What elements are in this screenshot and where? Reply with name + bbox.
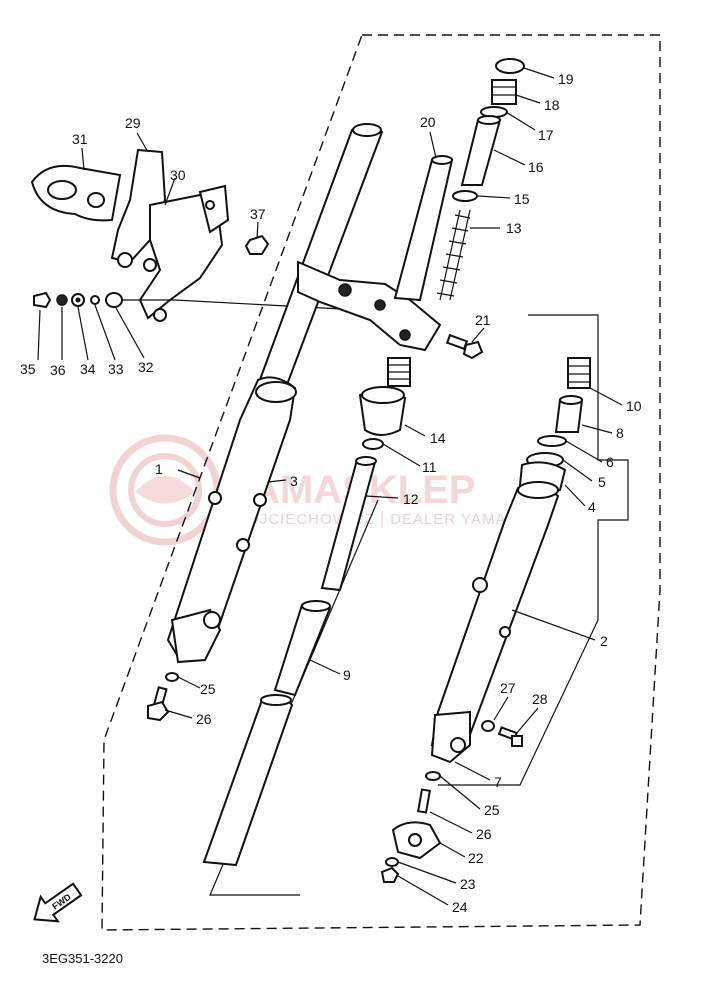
callout-14: 14 xyxy=(430,430,446,446)
callout-7: 7 xyxy=(494,774,502,790)
callout-15: 15 xyxy=(514,191,530,207)
callout-22: 22 xyxy=(468,850,484,866)
callout-20: 20 xyxy=(420,114,436,130)
bolt-26-left xyxy=(147,686,170,722)
left-outer-tube xyxy=(166,376,297,664)
callout-8: 8 xyxy=(616,425,624,441)
callout-35: 35 xyxy=(20,361,36,377)
leader-lines xyxy=(37,67,623,906)
washer-15 xyxy=(452,190,478,202)
nut-37 xyxy=(244,234,270,255)
callout-31: 31 xyxy=(72,131,88,147)
callout-18: 18 xyxy=(544,97,560,113)
callout-4: 4 xyxy=(588,499,596,515)
callout-27: 27 xyxy=(500,680,516,696)
headlight-bracket-assembly xyxy=(30,148,230,322)
callout-33: 33 xyxy=(108,361,124,377)
callout-25-right: 25 xyxy=(484,802,500,818)
watermark: YAMASKLEP WOJCIECHOWICZ | DEALER YAMAHA xyxy=(109,434,529,546)
callout-16: 16 xyxy=(528,159,544,175)
damper-rod-12 xyxy=(320,456,377,592)
callout-labels: 19 18 17 16 15 13 20 29 31 30 37 21 35 3… xyxy=(20,71,642,915)
pipe-16 xyxy=(460,115,502,186)
fork-spring-13 xyxy=(436,209,471,301)
callout-24: 24 xyxy=(452,899,468,915)
forward-arrow-icon: FWD xyxy=(33,882,83,923)
right-fork-group-boundary xyxy=(438,314,629,786)
clip-6 xyxy=(537,435,567,447)
callout-5: 5 xyxy=(598,474,606,490)
bolt-28 xyxy=(497,726,523,747)
nut-24 xyxy=(380,866,400,883)
dust-seal-14 xyxy=(358,386,407,436)
callout-12: 12 xyxy=(403,491,419,507)
right-outer-tube xyxy=(430,481,560,764)
collar-8 xyxy=(554,395,584,433)
callout-28: 28 xyxy=(532,691,548,707)
callout-3: 3 xyxy=(290,473,298,489)
spring-10 xyxy=(567,357,591,389)
washer-25-left xyxy=(165,672,179,682)
callout-34: 34 xyxy=(80,361,96,377)
bolt-21 xyxy=(445,333,484,360)
callout-30: 30 xyxy=(170,167,186,183)
callout-19: 19 xyxy=(558,71,574,87)
left-fork-group-boundary xyxy=(209,499,379,896)
under-bracket xyxy=(297,155,454,352)
callout-36: 36 xyxy=(50,362,66,378)
watermark-subtitle: WOJCIECHOWICZ | DEALER YAMAHA xyxy=(232,511,529,528)
callout-23: 23 xyxy=(460,876,476,892)
callout-2: 2 xyxy=(600,633,608,649)
diagram-code: 3EG351-3220 xyxy=(42,951,123,966)
callout-26-right: 26 xyxy=(476,826,492,842)
callout-26-left: 26 xyxy=(196,711,212,727)
callout-13: 13 xyxy=(506,220,522,236)
callout-25-left: 25 xyxy=(200,681,216,697)
callout-17: 17 xyxy=(538,127,554,143)
washer-27 xyxy=(481,720,495,732)
assembly-boundary xyxy=(101,34,661,931)
bracket-spring xyxy=(387,357,411,387)
clip-11 xyxy=(362,438,384,450)
callout-37: 37 xyxy=(250,206,266,222)
axle-holder-22 xyxy=(391,821,442,860)
callout-10: 10 xyxy=(626,398,642,414)
washer-23 xyxy=(385,857,399,867)
callout-29: 29 xyxy=(125,115,141,131)
cap-bolt-19 xyxy=(495,58,525,74)
mount-hardware-row xyxy=(33,291,361,311)
callout-21: 21 xyxy=(475,312,491,328)
callout-32: 32 xyxy=(138,359,154,375)
spacer-18 xyxy=(491,79,517,105)
callout-6: 6 xyxy=(606,454,614,470)
washer-25-right xyxy=(425,771,441,781)
bolt-26-right xyxy=(416,788,432,814)
left-fork-tube xyxy=(256,123,384,392)
callout-11: 11 xyxy=(422,459,437,475)
callout-9: 9 xyxy=(343,667,351,683)
lower-left-tube xyxy=(202,694,294,867)
callout-1: 1 xyxy=(155,461,163,477)
outer-tube-9 xyxy=(273,600,332,697)
